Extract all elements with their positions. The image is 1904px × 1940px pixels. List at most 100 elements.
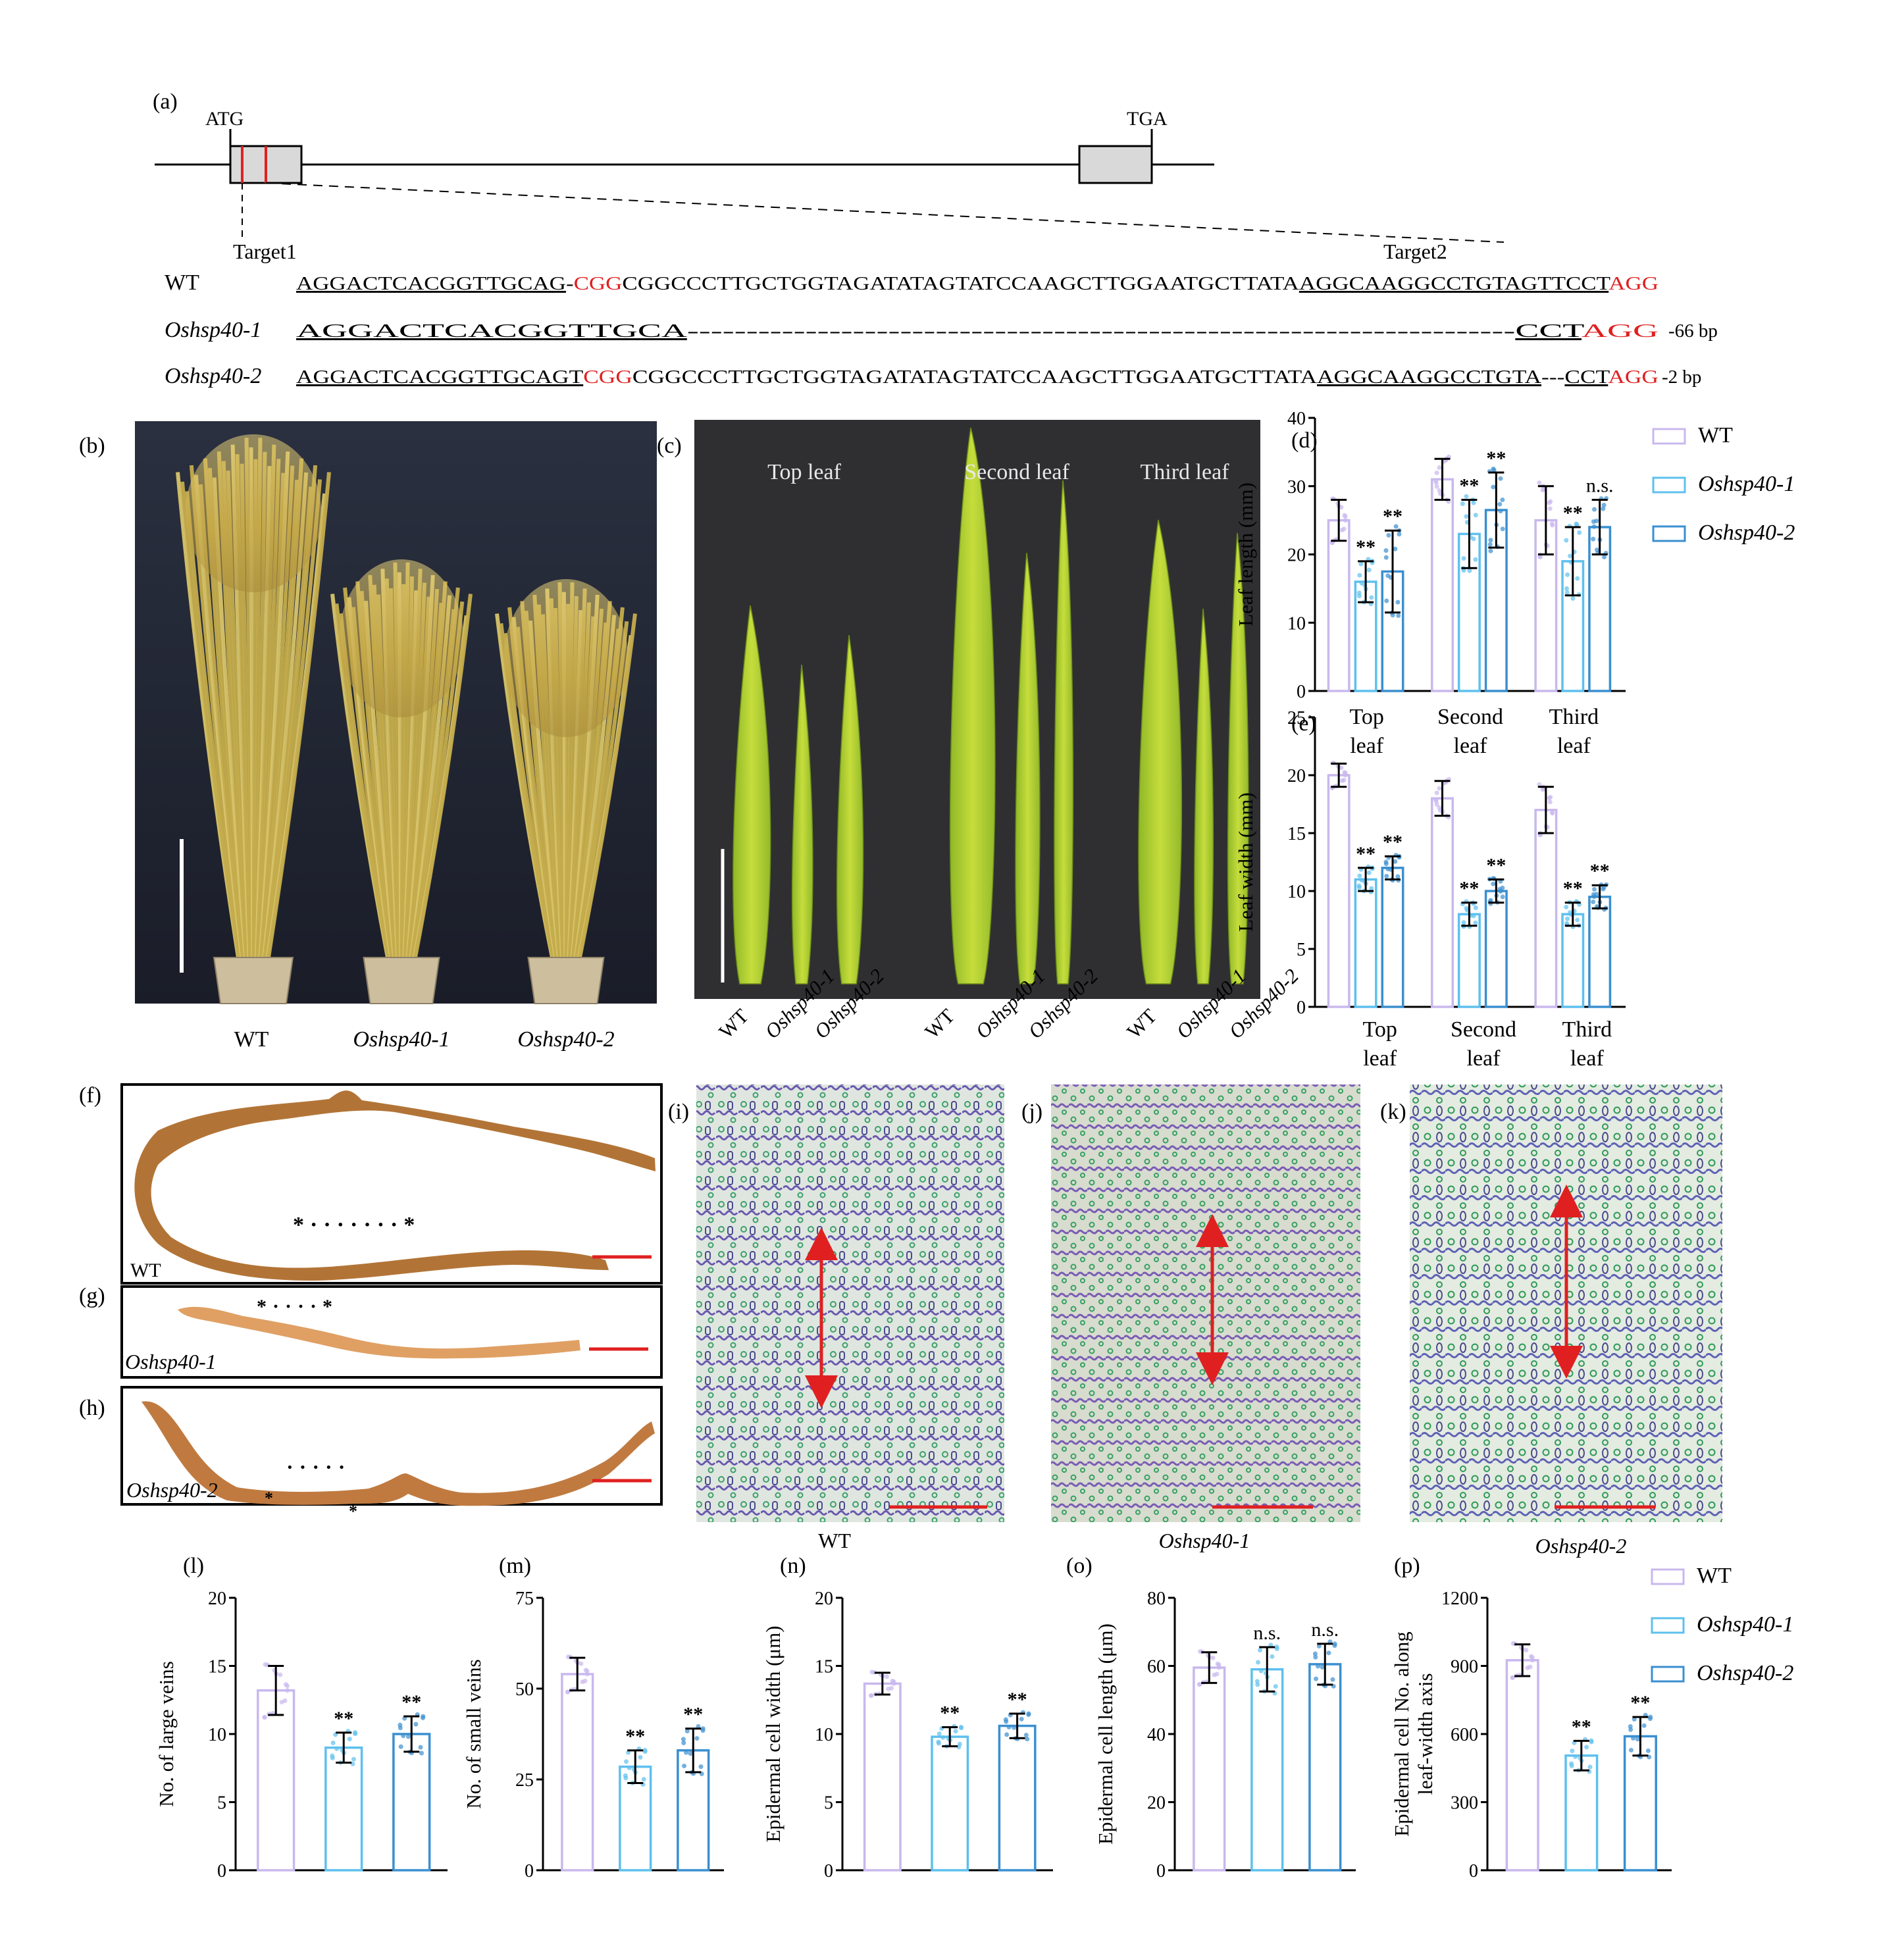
micro-label-oshsp40-2: Oshsp40-2 [1535,1534,1627,1558]
legend-swatch-1 [1651,1617,1685,1634]
leaf-group-top: Top leaf [767,460,842,484]
dot-d-0-0-11 [1343,514,1348,519]
dot-e-0-1-12 [1434,802,1439,807]
y-tick-label-e-4: 20 [1287,766,1306,786]
dot-d-2-2-4 [1591,507,1597,512]
y-tick-label-p-3: 900 [1451,1657,1478,1677]
legend-label-2: Oshsp40-2 [1697,1661,1793,1685]
legend-label-1: Oshsp40-1 [1698,472,1795,496]
dot-n-2-0-10 [1012,1725,1017,1730]
dot-d-1-1-11 [1471,500,1476,505]
y-tick-label-e-5: 25 [1287,708,1306,728]
dot-m-1-0-13 [623,1773,628,1778]
dot-d-0-2-13 [1547,500,1552,505]
leaf-xlabel-3: WT [920,1004,959,1043]
dot-p-0-0-9 [1510,1641,1516,1646]
dot-d-1-0-5 [1359,580,1364,586]
leaf-1 [791,664,813,984]
bar-o-2-0 [1308,1663,1342,1872]
dot-o-2-0-11 [1332,1643,1337,1648]
dot-d-2-0-5 [1386,532,1391,538]
dot-m-2-0-13 [681,1737,686,1742]
dot-d-0-2-10 [1550,523,1555,528]
dot-p-2-0-3 [1641,1723,1647,1728]
bar-e-2-2 [1588,896,1612,1008]
leaf-4 [1015,552,1041,984]
dot-e-2-0-7 [1395,874,1401,879]
dot-d-2-0-3 [1393,546,1398,551]
dot-p-2-0-7 [1645,1748,1651,1753]
bar-e-2-1 [1484,890,1508,1008]
vein-markers-oshsp40-2: ····· [286,1455,351,1479]
legend-swatch-1 [1652,476,1686,494]
plant-0 [176,434,331,1004]
dot-e-1-2-12 [1564,921,1570,926]
panel-label-m: (m) [499,1554,531,1578]
y-tick-label-l-3: 15 [208,1657,226,1677]
leaf-2 [836,634,864,984]
seq-row-label-2: Oshsp40-2 [165,364,261,388]
dot-n-1-0-9 [937,1731,942,1737]
dot-e-1-1-3 [1473,906,1478,911]
dot-n-1-0-8 [953,1729,958,1734]
sig-n-2-0: ** [1008,1689,1027,1710]
sig-d-1-0: ** [1356,536,1376,558]
dot-n-2-0-3 [1019,1716,1024,1722]
dot-d-1-1-3 [1473,513,1478,518]
dot-m-2-0-9 [682,1764,687,1769]
bar-d-0-1 [1431,478,1454,692]
dot-n-2-0-6 [1006,1724,1012,1729]
tga-label: TGA [1127,108,1168,130]
dot-o-2-0-10 [1320,1664,1325,1670]
dot-o-0-0-8 [1212,1672,1217,1677]
y-tick-label-e-1: 5 [1297,940,1306,960]
dot-e-0-0-11 [1343,771,1348,776]
dot-d-1-2-8 [1564,538,1569,543]
panel-label-p: (p) [1394,1554,1420,1578]
sig-d-2-1: ** [1486,447,1506,469]
sig-m-2-0: ** [683,1704,703,1725]
dot-d-0-1-13 [1437,488,1442,493]
dot-n-0-0-11 [891,1679,896,1684]
dot-m-2-0-5 [684,1729,690,1734]
dot-l-1-0-4 [351,1756,356,1762]
target2-label: Target2 [1383,240,1447,263]
dot-e-2-2-4 [1591,886,1597,892]
y-tick-label-d-4: 40 [1287,409,1306,429]
dot-d-0-1-9 [1434,471,1439,476]
dot-l-1-0-8 [347,1737,352,1742]
sig-e-1-1: ** [1459,878,1479,900]
dot-p-1-0-8 [1584,1745,1589,1750]
sig-e-1-0: ** [1356,843,1376,865]
dot-e-0-1-8 [1437,786,1442,791]
dot-d-2-2-1 [1591,524,1597,529]
sig-n-1-0: ** [940,1702,960,1724]
panel-label-h: (h) [79,1396,105,1420]
sig-e-2-1: ** [1486,854,1506,876]
zoom-leader [265,182,1505,243]
dot-m-0-0-3 [579,1661,584,1666]
sig-e-2-2: ** [1590,860,1610,882]
dot-e-2-2-12 [1591,892,1596,897]
y-tick-label-e-2: 10 [1287,882,1306,902]
dot-d-1-2-0 [1568,553,1573,559]
dot-m-1-0-8 [638,1754,643,1760]
vein-markers-oshsp40-1: *····* [257,1296,338,1317]
dot-o-1-0-4 [1273,1684,1278,1689]
sig-d-1-1: ** [1459,475,1479,497]
dot-e-0-2-2 [1547,800,1553,805]
plant-1 [330,559,473,1004]
bar-n-1-0 [931,1735,969,1872]
dot-p-2-0-9 [1628,1747,1634,1752]
y-tick-label-d-2: 20 [1287,546,1306,566]
bar-e-1-0 [1354,878,1377,1008]
dot-d-1-1-13 [1464,514,1469,519]
dot-p-1-0-9 [1570,1749,1575,1754]
dot-m-0-0-13 [565,1689,570,1695]
dot-d-2-2-8 [1591,536,1596,542]
panel-label-i: (i) [668,1100,689,1124]
